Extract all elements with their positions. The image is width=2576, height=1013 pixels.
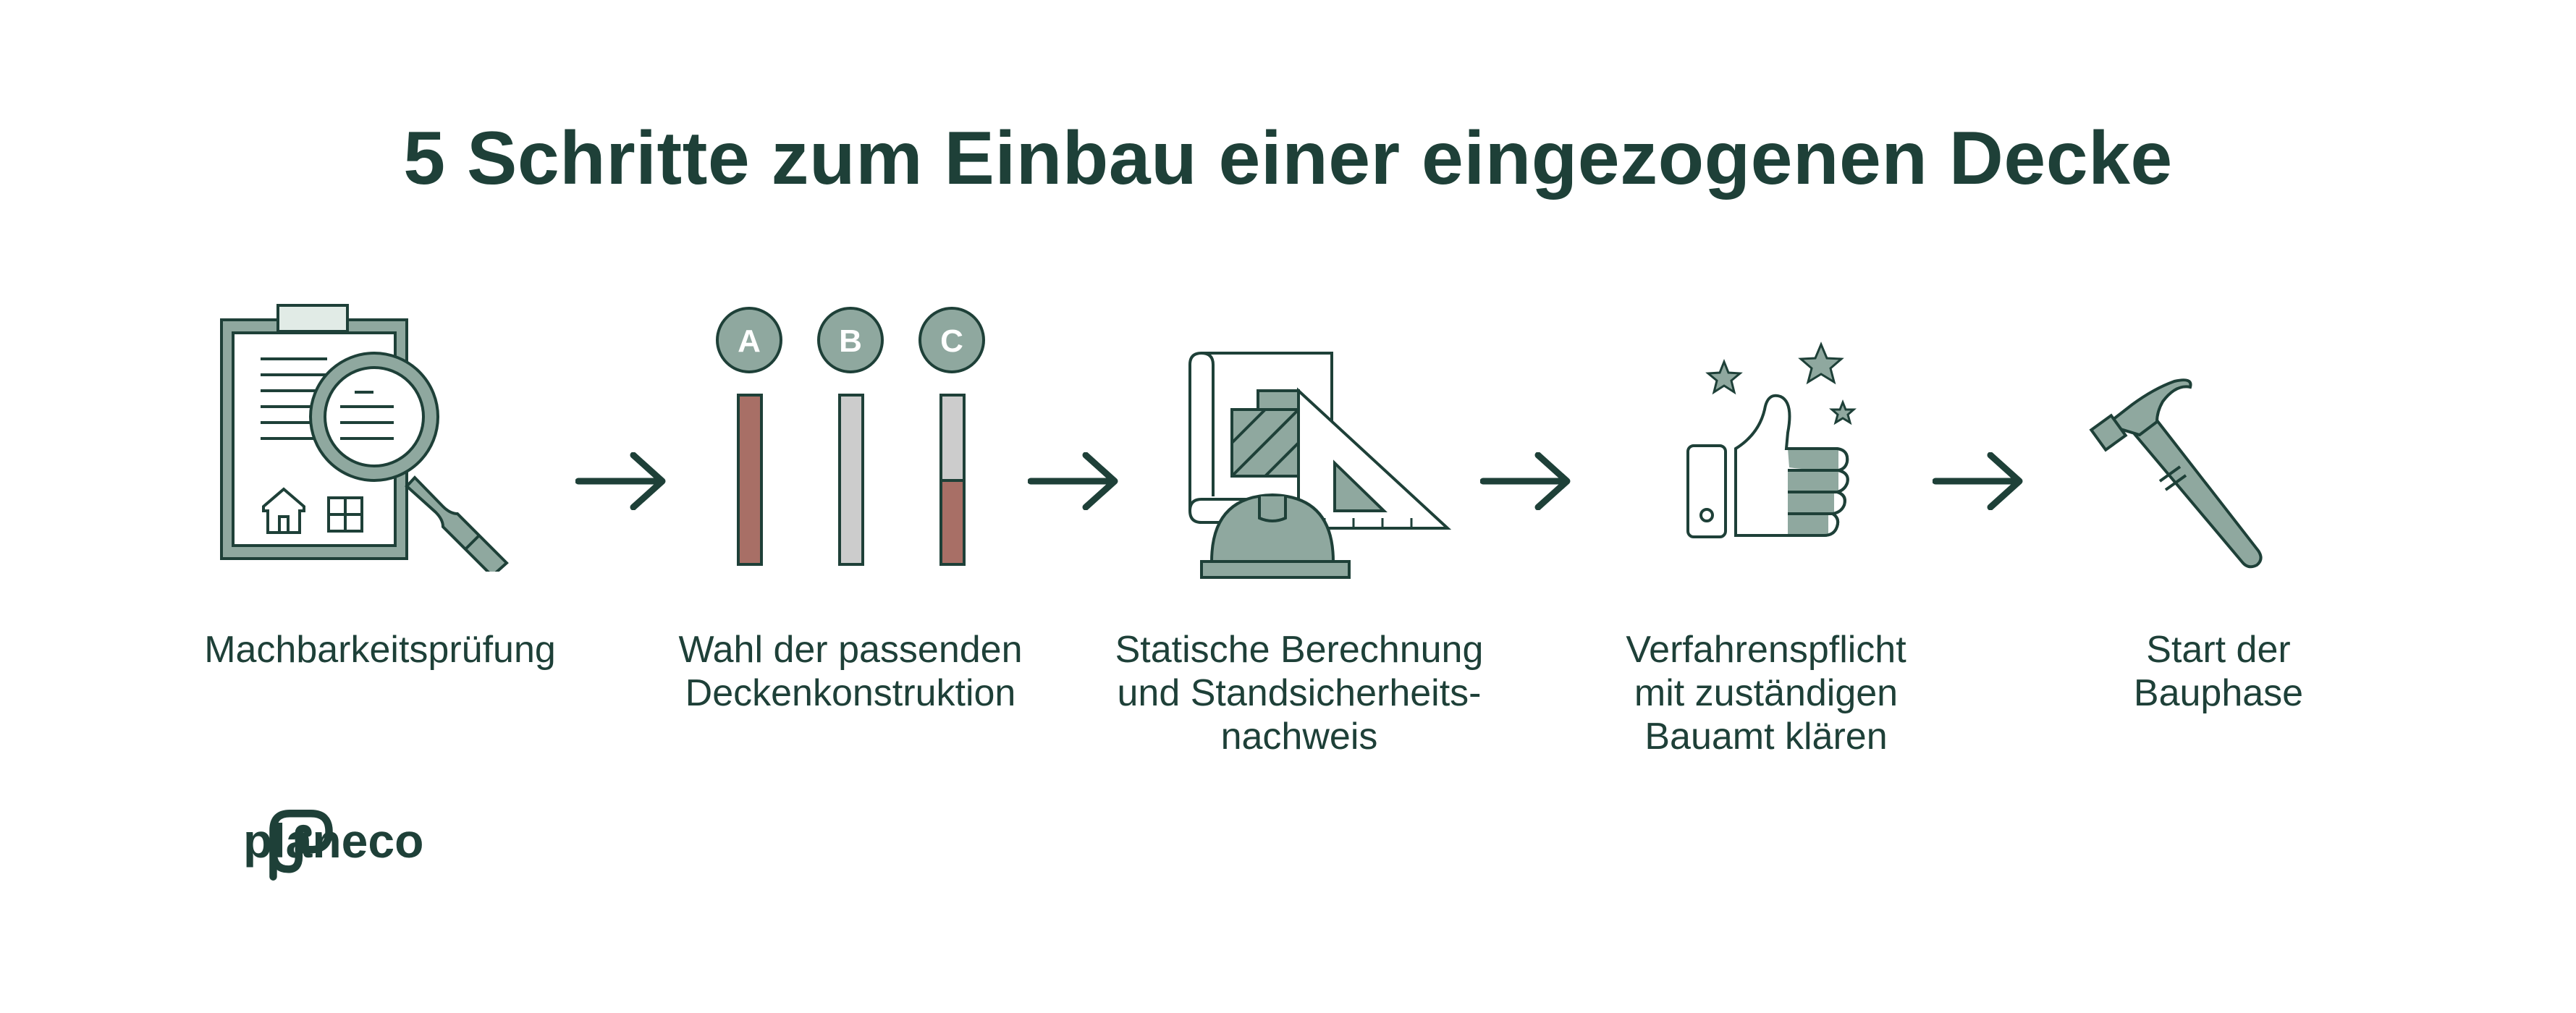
clipboard-magnifier-icon bbox=[220, 304, 509, 572]
step-5-label-line: Bauphase bbox=[2133, 672, 2304, 714]
step-2-label-line: Wahl der passenden bbox=[678, 629, 1023, 671]
step-label-1: Machbarkeitsprüfung bbox=[148, 628, 612, 671]
step-label-3: Statische Berechnung und Standsicherheit… bbox=[1068, 628, 1531, 758]
step-label-2: Wahl der passenden Deckenkonstruktion bbox=[619, 628, 1082, 715]
step-1-label-line: Machbarkeitsprüfung bbox=[204, 629, 556, 671]
step-4-label-line: mit zuständigen bbox=[1634, 672, 1899, 714]
step-3-label-line: und Standsicherheits- bbox=[1117, 672, 1482, 714]
logo-text: planeco bbox=[243, 814, 424, 868]
step-3-label-line: Statische Berechnung bbox=[1115, 629, 1484, 671]
arrow-right-icon bbox=[1933, 452, 2023, 510]
step-label-4: Verfahrenspflicht mit zuständigen Bauamt… bbox=[1534, 628, 1998, 758]
svg-text:C: C bbox=[940, 323, 963, 359]
step-2-label-line: Deckenkonstruktion bbox=[685, 672, 1016, 714]
arrow-right-icon bbox=[1480, 452, 1571, 510]
hammer-icon bbox=[2089, 378, 2263, 569]
step-4-label-line: Verfahrenspflicht bbox=[1626, 629, 1906, 671]
step-4-label-line: Bauamt klären bbox=[1644, 716, 1888, 758]
thumbs-up-stars-icon bbox=[1686, 342, 1857, 538]
arrow-right-icon bbox=[1028, 452, 1118, 510]
svg-text:B: B bbox=[839, 323, 862, 359]
option-a-badge: A bbox=[716, 307, 782, 373]
page-title: 5 Schritte zum Einbau einer eingezogenen… bbox=[403, 116, 2173, 200]
abc-bars-icon: A B C bbox=[716, 307, 985, 566]
step-5-label-line: Start der bbox=[2146, 629, 2291, 671]
svg-text:A: A bbox=[738, 323, 761, 359]
option-c-badge: C bbox=[919, 307, 985, 373]
blueprint-helmet-icon bbox=[1188, 352, 1452, 579]
arrow-right-icon bbox=[575, 452, 666, 510]
step-label-5: Start der Bauphase bbox=[1987, 628, 2450, 715]
planeco-logo-icon bbox=[269, 810, 333, 881]
option-b-badge: B bbox=[817, 307, 884, 373]
step-3-label-line: nachweis bbox=[1220, 716, 1378, 758]
